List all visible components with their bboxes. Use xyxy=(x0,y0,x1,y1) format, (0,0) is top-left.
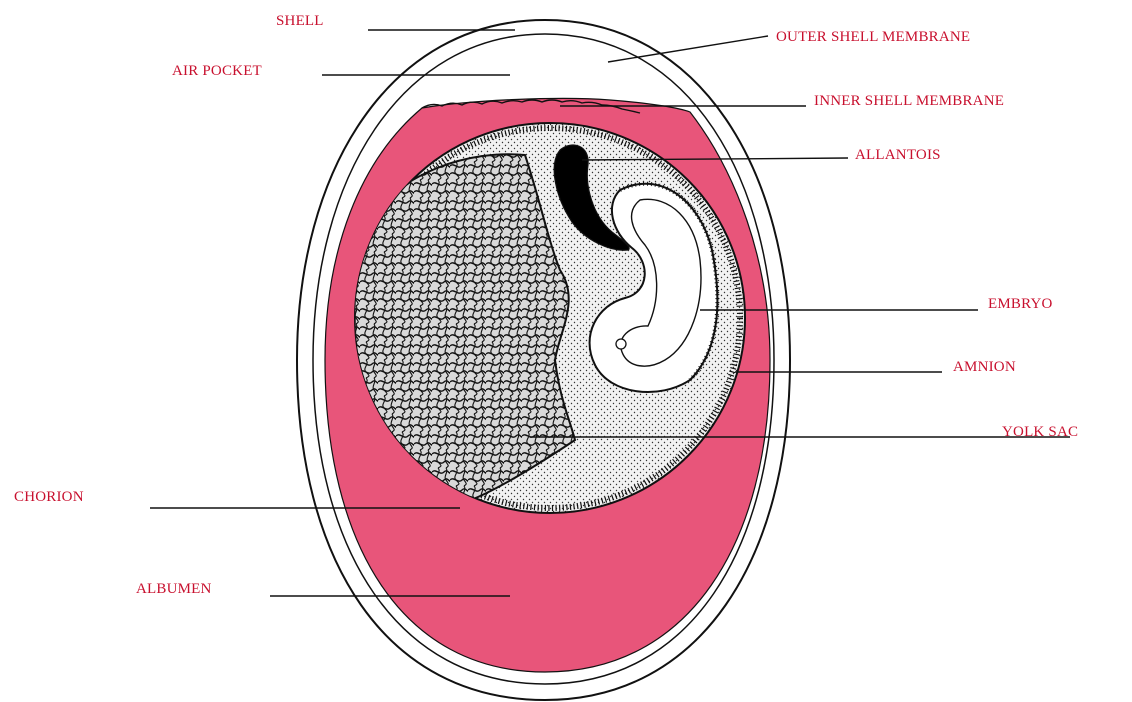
label-air-pocket: AIR POCKET xyxy=(172,62,262,80)
embryo-eye xyxy=(616,339,626,349)
label-allantois: ALLANTOIS xyxy=(855,146,941,164)
label-inner-shell-membrane: INNER SHELL MEMBRANE xyxy=(814,92,1004,110)
label-embryo: EMBRYO xyxy=(988,295,1053,313)
label-shell: SHELL xyxy=(276,12,324,30)
label-amnion: AMNION xyxy=(953,358,1016,376)
label-yolk-sac: YOLK SAC xyxy=(1002,423,1078,441)
label-albumen: ALBUMEN xyxy=(136,580,212,598)
label-outer-shell-membrane: OUTER SHELL MEMBRANE xyxy=(776,28,970,46)
label-chorion: CHORION xyxy=(14,488,84,506)
